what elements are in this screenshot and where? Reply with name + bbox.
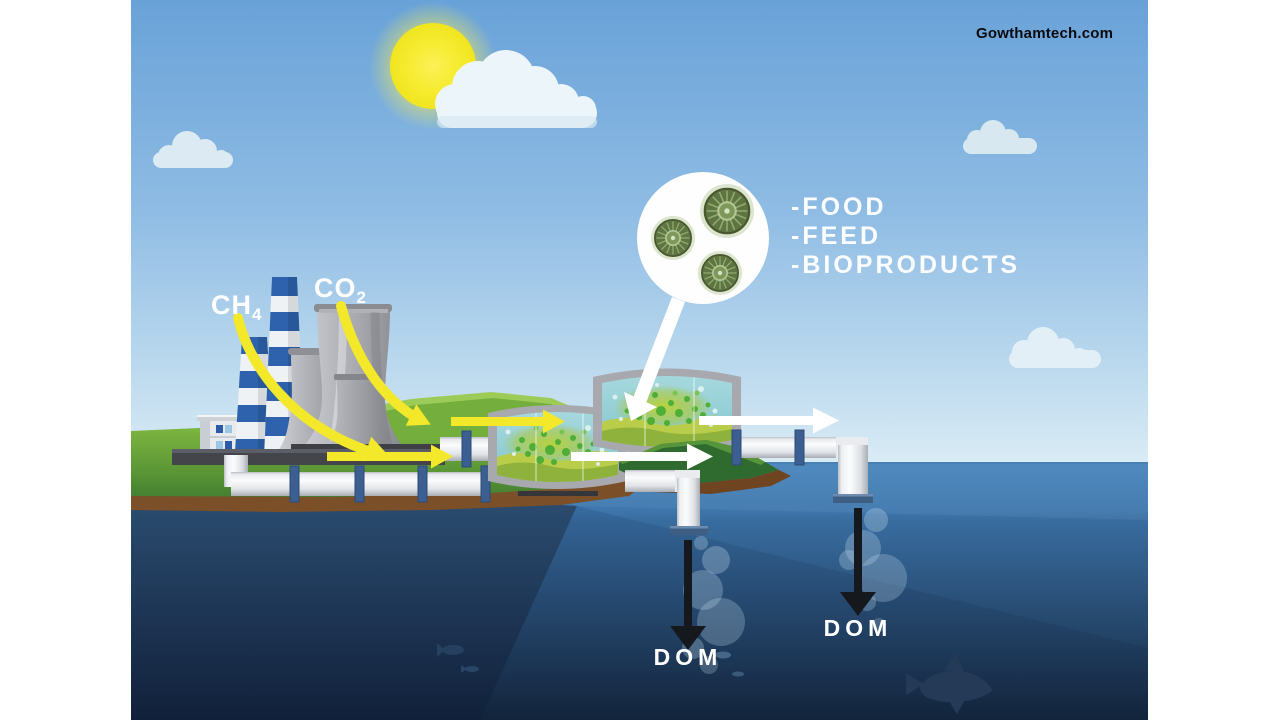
algae-cell-icon (650, 215, 696, 261)
algae-cell-icon (697, 250, 743, 296)
gas-feed-arrow-icon (451, 409, 565, 434)
cloud-icon (1009, 327, 1101, 368)
algae-cell-icon (698, 182, 756, 240)
dom-arrow (840, 508, 876, 616)
ch4-label: CH4 (211, 290, 262, 324)
dirt-shore (131, 474, 653, 512)
fish-icon (461, 665, 479, 673)
product-item-feed: -FEED (791, 222, 881, 250)
fish-icon (437, 643, 464, 657)
cloud-icon (153, 131, 233, 168)
magnifier-arrow-icon (624, 392, 657, 421)
watermark-text: Gowthamtech.com (976, 25, 1114, 42)
product-item-food: -FOOD (791, 193, 887, 221)
dom-arrow (670, 540, 706, 650)
illustration-stage: Gowthamtech.com CH4 CO2 -FOOD -FEED -BIO… (131, 0, 1148, 720)
flow-arrow-icon (699, 407, 839, 434)
illustration-canvas (131, 0, 1148, 720)
co2-label: CO2 (314, 273, 366, 307)
ch4-label-subscript: 4 (252, 305, 262, 324)
pipe-icon (224, 455, 491, 503)
co2-label-base: CO (314, 273, 357, 303)
pipe-icon (625, 470, 708, 535)
platform-arrow-icon (327, 444, 453, 469)
flow-arrow-icon (571, 443, 713, 470)
fish-icon (906, 653, 992, 714)
cloud-icon (963, 120, 1037, 154)
dom-label-left: DOM (653, 644, 723, 670)
ch4-label-base: CH (211, 290, 252, 320)
dark-water (131, 492, 577, 720)
cloud-icon (435, 50, 597, 128)
magnifier-circle-icon (624, 172, 769, 421)
bubble-icon (682, 508, 907, 674)
products-list: -FOOD -FEED -BIOPRODUCTS (791, 193, 1020, 280)
co2-label-subscript: 2 (356, 288, 366, 307)
product-item-bioproducts: -BIOPRODUCTS (791, 251, 1021, 279)
dom-label-right: DOM (823, 615, 893, 641)
co2-arrow-icon (336, 301, 431, 426)
pipe-icon (731, 429, 873, 503)
fish-icon (715, 651, 744, 677)
